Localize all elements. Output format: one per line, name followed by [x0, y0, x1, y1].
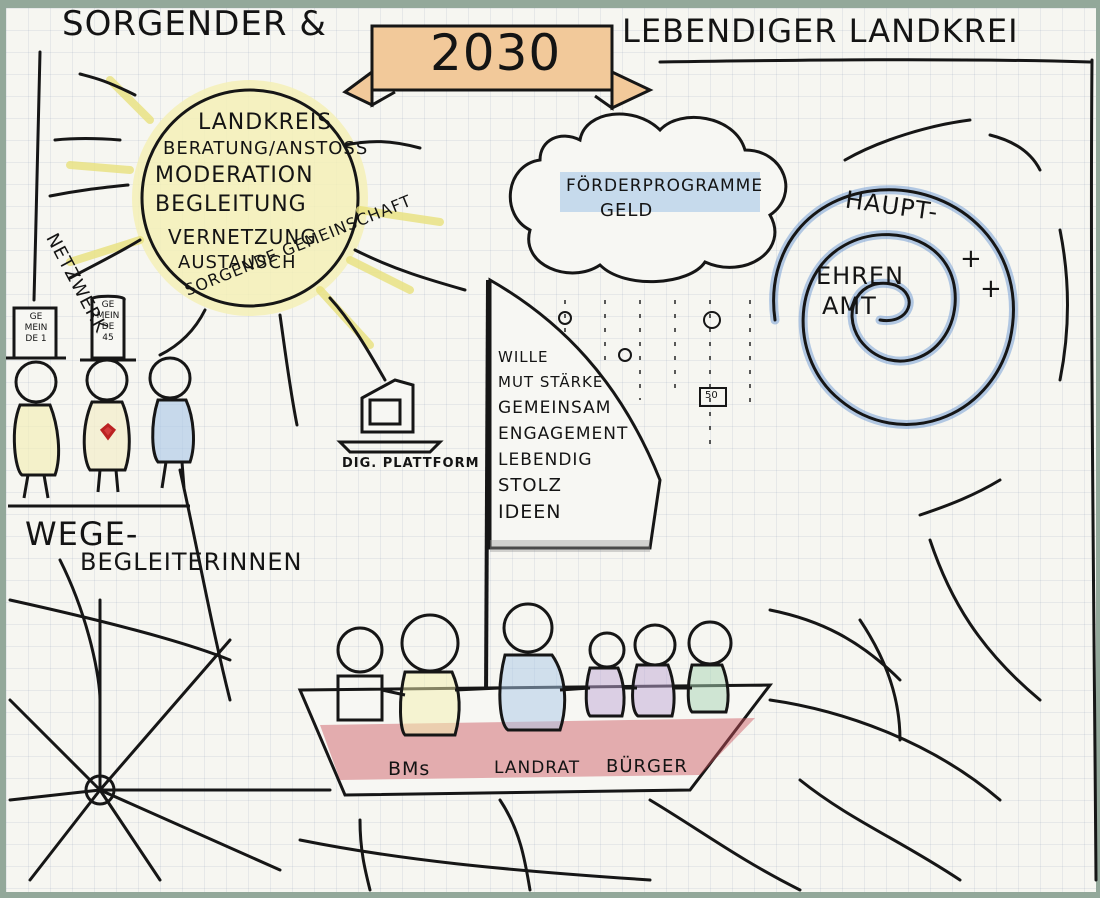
community-figures: [6, 294, 195, 508]
sun-line: AUSTAUSCH: [178, 252, 297, 273]
boat-label-bms: BMs: [388, 758, 431, 780]
sail-word: STOLZ: [498, 475, 562, 496]
spiral: [769, 118, 1069, 517]
hat-1-line: GE: [29, 312, 43, 322]
sun-line: LANDKREIS: [198, 110, 333, 135]
banner-year: 2030: [430, 24, 562, 82]
web: [8, 468, 1042, 892]
title-right: LEBENDIGER LANDKREI: [622, 12, 1019, 50]
ehren-label-2: AMT: [822, 292, 877, 320]
sail: [484, 277, 662, 701]
hat-2-line: 45: [102, 333, 114, 343]
sail-word: LEBENDIG: [498, 450, 593, 470]
hat-1-label: GE MEIN DE 1: [18, 312, 54, 345]
sun: [48, 72, 467, 427]
sail-word: ENGAGEMENT: [498, 424, 629, 444]
sail-text: WILLE MUT STÄRKE GEMEINSAM ENGAGEMENT LE…: [498, 345, 628, 525]
title-left: SORGENDER &: [62, 4, 327, 44]
ehren-plus: +: [980, 274, 1003, 304]
sail-word: IDEEN: [498, 501, 562, 523]
hat-1-line: DE 1: [25, 334, 47, 344]
sun-line: VERNETZUNG: [168, 225, 317, 249]
frame-lines: [32, 50, 1098, 882]
hat-2-line: MEIN: [96, 311, 120, 321]
cloud: [508, 112, 788, 450]
hat-2-line: GE: [101, 300, 115, 310]
boat-label-buerger: BÜRGER: [606, 756, 688, 777]
sun-line: MODERATION: [155, 163, 314, 188]
boat-label-landrat: LANDRAT: [494, 758, 581, 778]
cloud-line-1: FÖRDERPROGRAMME: [566, 176, 764, 196]
haupt-plus: +: [960, 244, 983, 274]
sail-word: WILLE: [498, 348, 549, 366]
year-banner: [342, 24, 654, 111]
sail-word: GEMEINSAM: [498, 398, 612, 418]
wege-label-2: BEGLEITERINNEN: [80, 548, 303, 576]
hat-2-label: GE MEIN DE 45: [92, 300, 124, 344]
sun-line: BERATUNG/ANSTOSS: [163, 138, 369, 159]
hat-2-line: DE: [101, 322, 115, 332]
platform-computer: [336, 378, 444, 454]
coin-label: 50: [705, 390, 718, 401]
hat-1-line: MEIN: [24, 323, 48, 333]
cloud-line-2: GELD: [600, 200, 654, 221]
wege-label-1: WEGE-: [25, 515, 139, 553]
sun-line: BEGLEITUNG: [155, 192, 307, 217]
ehren-label-1: EHREN: [816, 262, 905, 290]
boat-people: [336, 602, 733, 737]
platform-label: DIG. PLATTFORM: [342, 456, 480, 471]
sail-word: MUT STÄRKE: [498, 373, 604, 391]
